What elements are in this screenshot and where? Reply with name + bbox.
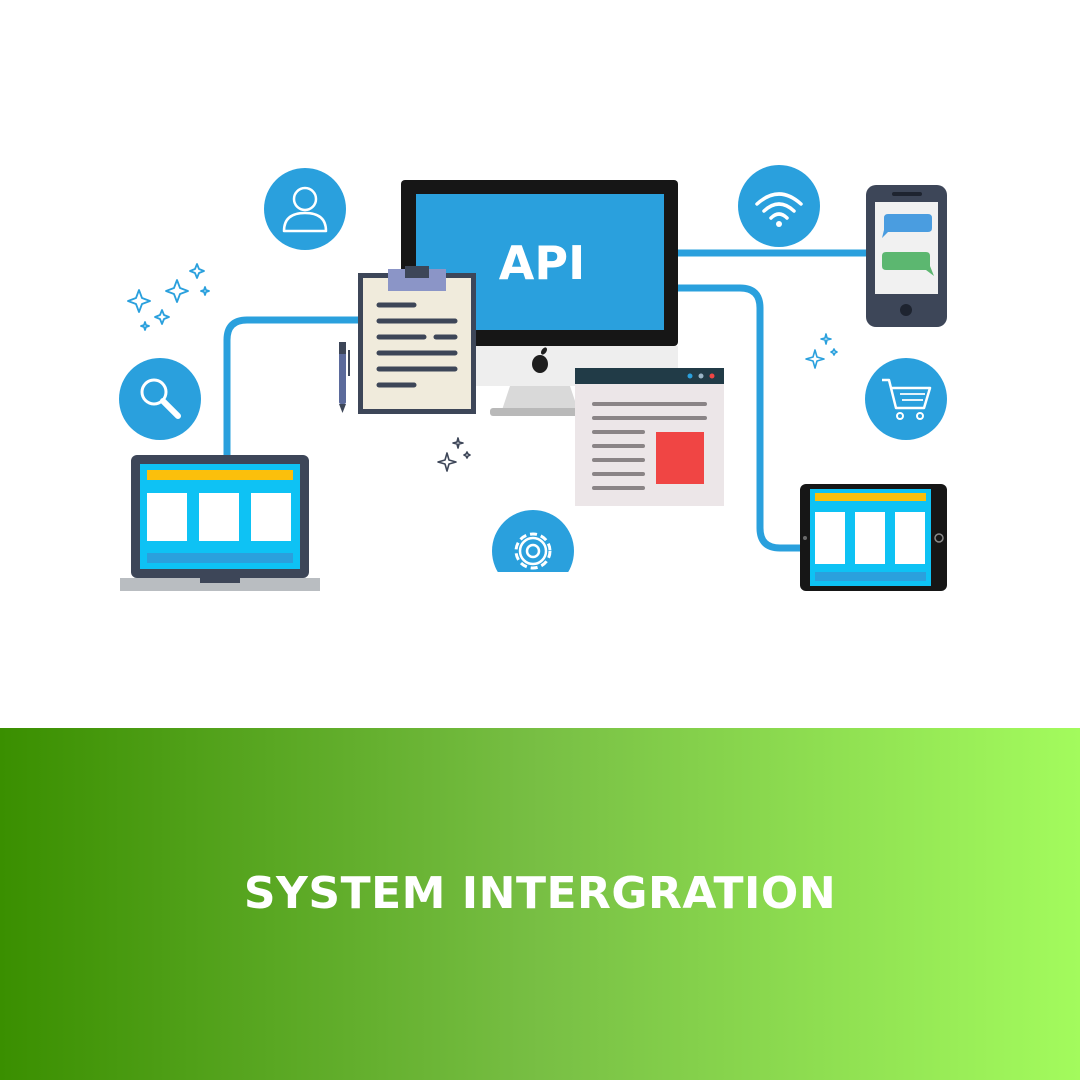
apple-logo-icon [532, 347, 548, 373]
clipboard-clip-top [405, 266, 429, 278]
title-banner: SYSTEM INTERGRATION [0, 728, 1080, 1080]
gear-icon [492, 510, 574, 572]
browser-dot-gray [698, 373, 704, 379]
browser-image-block [656, 432, 704, 484]
tablet-column-1 [815, 512, 845, 564]
banner-title: SYSTEM INTERGRATION [243, 867, 837, 919]
laptop [120, 455, 320, 591]
clipboard-clip [388, 269, 446, 291]
tablet-footer-bar [815, 572, 926, 581]
sparkle-icon [127, 263, 210, 331]
sparkle-icon-right [805, 333, 838, 369]
phone-home-button [900, 304, 912, 316]
tablet-header-bar [815, 493, 926, 501]
laptop-footer-bar [147, 553, 293, 563]
smartphone [866, 185, 947, 327]
laptop-base [120, 578, 320, 591]
browser-dot-red [709, 373, 715, 379]
connector-laptop [223, 316, 366, 462]
laptop-column-1 [147, 493, 187, 541]
wifi-icon [738, 165, 820, 247]
chat-bubble-icon [882, 214, 932, 238]
monitor-api-label: API [499, 236, 585, 290]
search-icon [119, 358, 201, 440]
clipboard-text-lines [376, 302, 458, 388]
sparkle-icon-center [437, 437, 471, 472]
browser-window [575, 368, 724, 506]
chat-bubble-reply-icon [882, 252, 934, 276]
laptop-column-2 [199, 493, 239, 541]
laptop-header-bar [147, 470, 293, 480]
browser-dot-blue [687, 373, 693, 379]
clipboard-paper [363, 278, 471, 409]
user-icon [264, 168, 346, 250]
tablet-camera [803, 536, 807, 540]
monitor-stand [502, 386, 578, 410]
clipboard [358, 266, 476, 414]
connector-lines [223, 249, 870, 552]
tablet-column-3 [895, 512, 925, 564]
laptop-notch [200, 578, 240, 583]
browser-titlebar [575, 368, 724, 384]
browser-text-lines [592, 402, 707, 490]
system-integration-illustration: API [119, 165, 947, 591]
monitor-base [490, 408, 590, 416]
tablet-column-2 [855, 512, 885, 564]
pen-icon [339, 342, 350, 413]
phone-speaker [892, 192, 922, 196]
connector-tablet [674, 284, 804, 552]
tablet-home-button [934, 533, 944, 543]
tablet [800, 484, 947, 591]
cart-icon [865, 358, 947, 440]
laptop-column-3 [251, 493, 291, 541]
